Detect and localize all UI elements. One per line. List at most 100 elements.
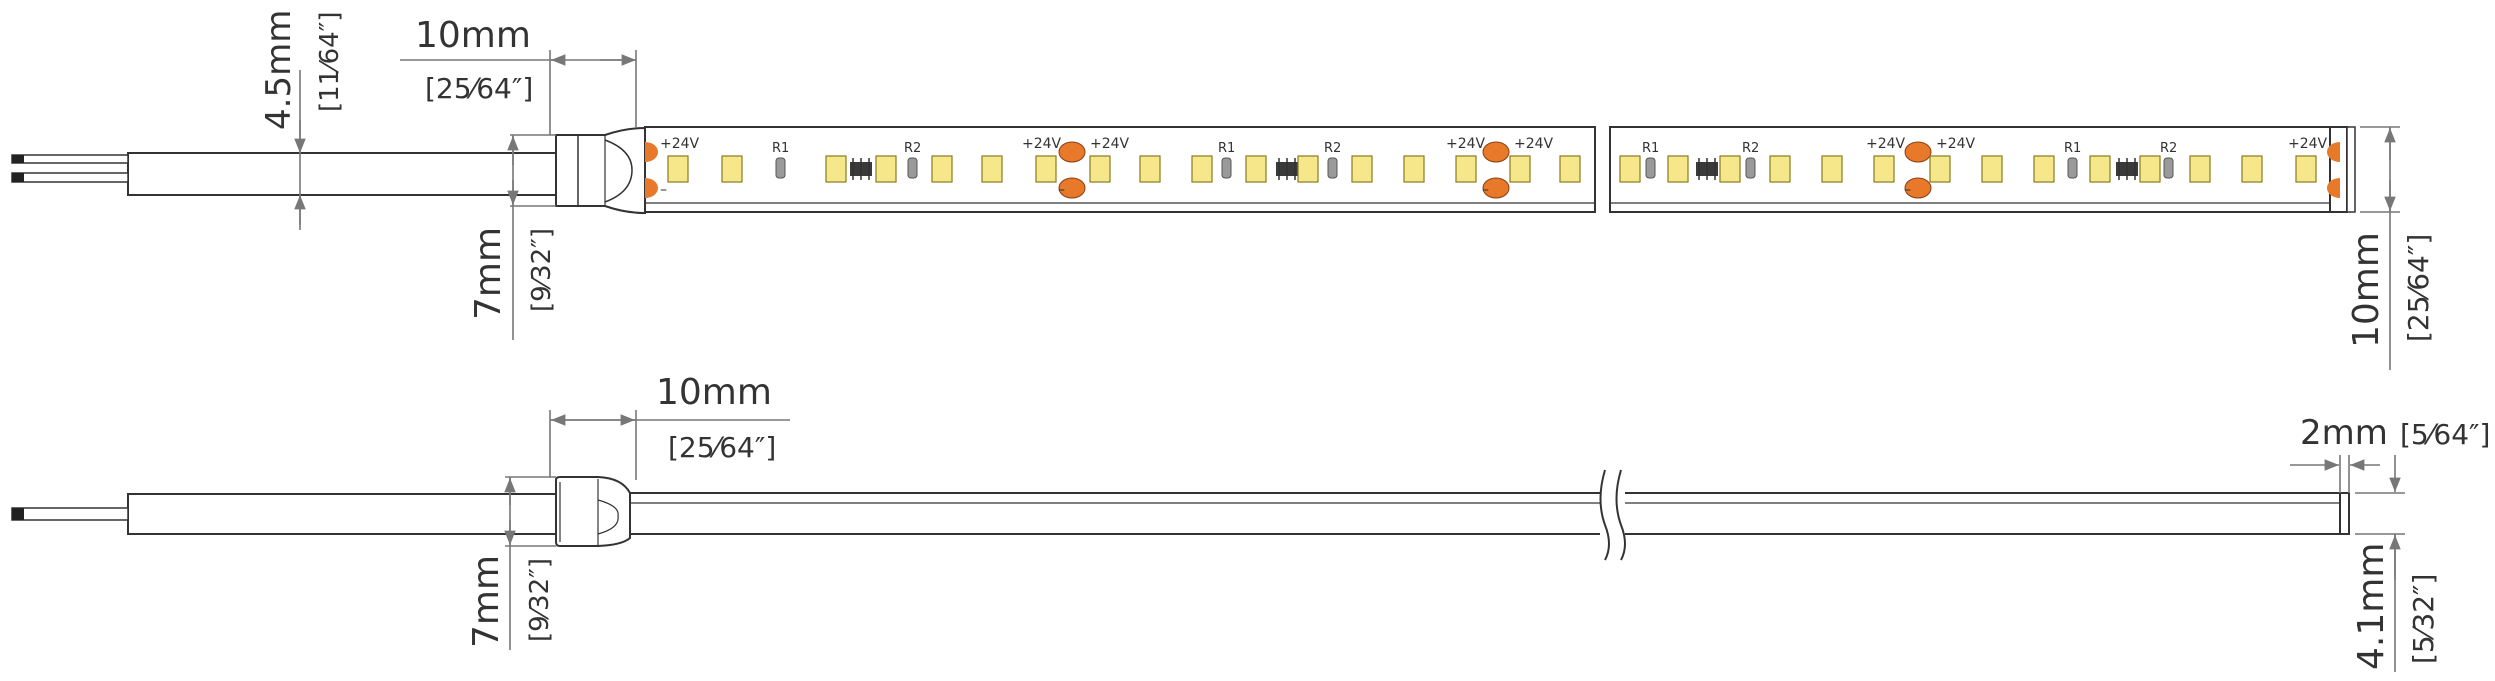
dim-strip-width: 10mm [25⁄64″] — [2346, 126, 2435, 370]
solder-pad — [645, 142, 658, 162]
led-chip — [2139, 155, 2161, 183]
led-chip — [667, 155, 689, 183]
side-view: 10mm [25⁄64″] 7mm [9⁄32″] 2mm [5⁄64″] — [11, 372, 2490, 672]
resistor-label: R1 — [1642, 141, 1659, 156]
strip-height-label: 4.1mm — [2351, 543, 2392, 670]
dim-strip-height: 4.1mm [5⁄32″] — [2351, 455, 2440, 672]
top-end-cap-height-inch-label: [9⁄32″] — [527, 228, 557, 312]
resistor-label: R1 — [1218, 141, 1235, 156]
led-chip — [721, 155, 743, 183]
dim-side-end-cap-length: 10mm [25⁄64″] — [549, 372, 790, 480]
resistor — [1327, 157, 1338, 179]
led-chip — [875, 155, 897, 183]
resistor-label: R2 — [904, 141, 921, 156]
led-chip — [2295, 155, 2317, 183]
cable-thickness-label: 4.5mm — [259, 10, 299, 130]
dim-end-thickness: 2mm [5⁄64″] — [2290, 413, 2490, 493]
voltage-label: +24V — [1446, 136, 1486, 152]
minus-label: – — [660, 182, 667, 198]
side-end-cap-length-inch-label: [25⁄64″] — [668, 431, 776, 464]
voltage-label: +24V — [1514, 136, 1554, 152]
solder-pad — [1058, 177, 1086, 199]
resistor-label: R2 — [1742, 141, 1759, 156]
led-chip — [1297, 155, 1319, 183]
resistor — [2067, 157, 2078, 179]
solder-pad — [1904, 177, 1932, 199]
solder-pad — [1904, 141, 1932, 163]
led-chip — [2241, 155, 2263, 183]
dim-top-end-cap-height: 7mm [9⁄32″] — [468, 134, 557, 340]
voltage-label: +24V — [2288, 136, 2328, 152]
led-chip — [1509, 155, 1531, 183]
led-chip — [1403, 155, 1425, 183]
resistor — [1745, 157, 1756, 179]
voltage-label: +24V — [660, 136, 700, 152]
voltage-label: +24V — [1936, 136, 1976, 152]
voltage-label: +24V — [1866, 136, 1906, 152]
led-chip — [1821, 155, 1843, 183]
led-chip — [1667, 155, 1689, 183]
strip-width-label: 10mm — [2346, 232, 2387, 348]
minus-label: – — [1904, 182, 1911, 198]
top-cable — [11, 152, 579, 196]
side-cable — [11, 493, 557, 535]
end-thickness-inch-label: [5⁄64″] — [2400, 418, 2490, 451]
side-end-cap-length-label: 10mm — [656, 372, 772, 413]
led-chip — [1351, 155, 1373, 183]
solder-pad — [2327, 178, 2340, 198]
resistor — [907, 157, 918, 179]
top-strip-segment-1 — [644, 126, 1596, 213]
led-chip — [981, 155, 1003, 183]
solder-pad — [2327, 142, 2340, 162]
resistor — [1221, 157, 1232, 179]
resistor-label: R1 — [2064, 141, 2081, 156]
top-strip-end — [2329, 126, 2356, 213]
side-end-cap-height-label: 7mm — [466, 555, 507, 648]
led-chip — [1035, 155, 1057, 183]
led-chip — [931, 155, 953, 183]
dim-top-end-cap-length: 10mm [25⁄64″] — [400, 15, 637, 135]
led-chip — [1929, 155, 1951, 183]
led-chip — [2089, 155, 2111, 183]
led-chip — [1559, 155, 1581, 183]
side-strip — [630, 492, 2350, 535]
strip-width-inch-label: [25⁄64″] — [2402, 234, 2435, 342]
cable-thickness-inch-label: [11⁄64″] — [315, 11, 345, 112]
solder-pad — [1482, 141, 1510, 163]
led-chip — [1873, 155, 1895, 183]
voltage-label: +24V — [1022, 136, 1062, 152]
resistor — [1645, 157, 1656, 179]
led-chip — [1619, 155, 1641, 183]
side-end-cap-height-inch-label: [9⁄32″] — [525, 558, 555, 642]
top-end-cap-length-inch-label: [25⁄64″] — [425, 72, 533, 105]
top-view: +24V – R1 R2 +24V +24V – R1 R2 +24V +24V – R1 R2 +24V +… — [11, 10, 2435, 370]
solder-pad — [1058, 141, 1086, 163]
end-thickness-label: 2mm — [2300, 413, 2388, 453]
dim-cable-thickness: 4.5mm [11⁄64″] — [259, 10, 345, 230]
resistor — [2163, 157, 2174, 179]
minus-label: – — [1482, 182, 1489, 198]
side-end-cap — [555, 476, 631, 547]
top-end-cap-length-label: 10mm — [415, 15, 531, 56]
resistor-label: R2 — [2160, 141, 2177, 156]
led-chip — [1139, 155, 1161, 183]
strip-break-mark — [1599, 469, 1626, 561]
resistor-label: R2 — [1324, 141, 1341, 156]
top-end-cap — [555, 126, 646, 215]
led-chip — [2189, 155, 2211, 183]
led-chip — [2033, 155, 2055, 183]
dim-side-end-cap-height: 7mm [9⁄32″] — [466, 476, 556, 650]
voltage-label: +24V — [1090, 136, 1130, 152]
led-chip — [1455, 155, 1477, 183]
resistor — [775, 157, 786, 179]
top-end-cap-height-label: 7mm — [468, 227, 509, 320]
led-chip — [825, 155, 847, 183]
led-chip — [1191, 155, 1213, 183]
solder-pad — [645, 178, 658, 198]
led-chip — [1245, 155, 1267, 183]
strip-height-inch-label: [5⁄32″] — [2407, 574, 2440, 664]
led-chip — [1769, 155, 1791, 183]
minus-label: – — [1058, 182, 1065, 198]
solder-pad — [1482, 177, 1510, 199]
